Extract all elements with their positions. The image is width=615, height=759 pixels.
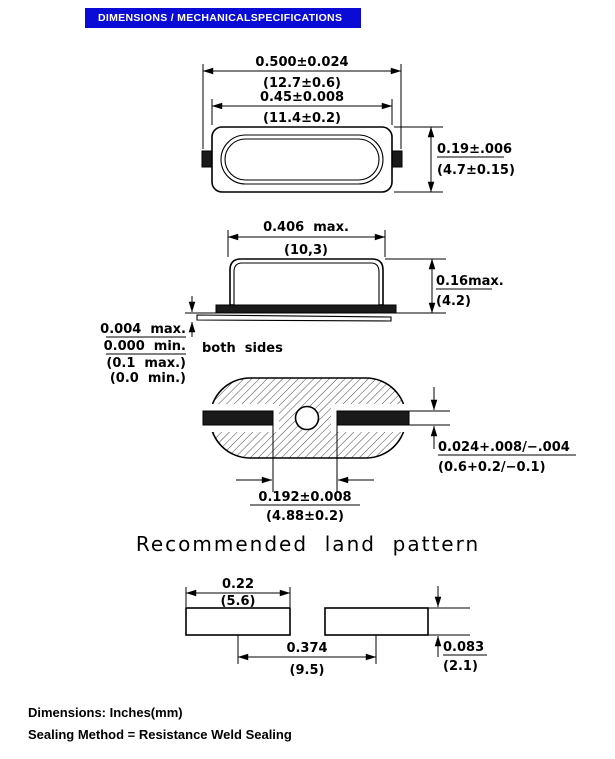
side-height-inches: 0.16max. xyxy=(436,274,504,289)
top-height-inches: 0.19±.006 xyxy=(437,142,512,157)
standoff-max-mm: (0.1 max.) xyxy=(106,356,186,371)
footer-notes: Dimensions: Inches(mm) Sealing Method = … xyxy=(28,702,292,746)
section-banner: DIMENSIONS / MECHANICALSPECIFICATIONS xyxy=(85,8,361,28)
top-body-mm: (11.4±0.2) xyxy=(263,111,341,126)
pitch-inches: 0.374 xyxy=(286,641,327,656)
land-pattern-pitch-dimension xyxy=(237,635,377,664)
lead-thickness-inches: 0.024+.008/−.004 xyxy=(438,440,570,455)
standoff-max-inches: 0.004 max. xyxy=(100,322,186,337)
sealing-method-note: Sealing Method = Resistance Weld Sealing xyxy=(28,727,292,742)
side-view: 0.406 max. (10,3) 0.004 max. 0.000 min. … xyxy=(100,220,504,386)
pad-height-inches: 0.083 xyxy=(443,640,484,655)
side-view-case-inner xyxy=(233,262,380,305)
top-overall-inches: 0.500±0.024 xyxy=(255,55,348,70)
land-pattern-left-pad xyxy=(185,607,291,636)
side-view-height-dimension xyxy=(385,258,492,314)
dimensions-units-note: Dimensions: Inches(mm) xyxy=(28,705,183,720)
bottom-view-lead-span-dimension xyxy=(236,425,374,506)
bottom-view: 0.024+.008/−.004 (0.6+0.2/−0.1) 0.192±0.… xyxy=(199,377,576,524)
side-view-standoff-dimension xyxy=(185,296,216,337)
bottom-view-center-hole xyxy=(294,405,320,431)
land-pattern: Recommended land pattern 0.22 (5.6) 0.37… xyxy=(136,532,487,678)
standoff-min-inches: 0.000 min. xyxy=(104,339,186,354)
land-pattern-pad-width-dimension xyxy=(185,587,291,607)
bottom-view-left-lead xyxy=(202,410,274,426)
top-view: 0.500±0.024 (12.7±0.6) 0.45±0.008 (11.4±… xyxy=(201,55,515,193)
pitch-mm: (9.5) xyxy=(290,663,325,678)
top-view-height-dimension xyxy=(394,126,504,193)
side-width-mm: (10,3) xyxy=(284,243,328,258)
side-view-lead-underside xyxy=(196,314,392,322)
pad-height-mm: (2.1) xyxy=(443,659,478,674)
side-width-inches: 0.406 max. xyxy=(263,220,349,235)
top-body-inches: 0.45±0.008 xyxy=(260,90,344,105)
section-title: DIMENSIONS / MECHANICALSPECIFICATIONS xyxy=(98,12,343,24)
side-view-width-dimension xyxy=(227,230,386,257)
top-view-body-width-dimension xyxy=(211,99,393,125)
top-overall-mm: (12.7±0.6) xyxy=(263,76,341,91)
standoff-min-mm: (0.0 min.) xyxy=(110,371,186,386)
top-height-mm: (4.7±0.15) xyxy=(437,163,515,178)
land-pattern-title: Recommended land pattern xyxy=(136,532,480,556)
lead-span-inches: 0.192±0.008 xyxy=(258,490,351,505)
side-view-base-flange xyxy=(215,304,397,314)
top-view-overall-width-dimension xyxy=(202,64,402,149)
lead-thickness-mm: (0.6+0.2/−0.1) xyxy=(438,460,546,475)
both-sides-note: both sides xyxy=(202,341,283,356)
land-pattern-pad-height-dimension xyxy=(428,586,487,657)
lead-span-mm: (4.88±0.2) xyxy=(266,509,344,524)
pad-width-inches: 0.22 xyxy=(222,577,254,592)
top-view-lid-inner xyxy=(224,138,380,181)
land-pattern-right-pad xyxy=(324,607,429,636)
bottom-view-right-lead xyxy=(336,410,410,426)
bottom-view-lead-thickness-dimension xyxy=(409,387,576,456)
side-height-mm: (4.2) xyxy=(436,294,471,309)
pad-width-mm: (5.6) xyxy=(221,594,256,609)
